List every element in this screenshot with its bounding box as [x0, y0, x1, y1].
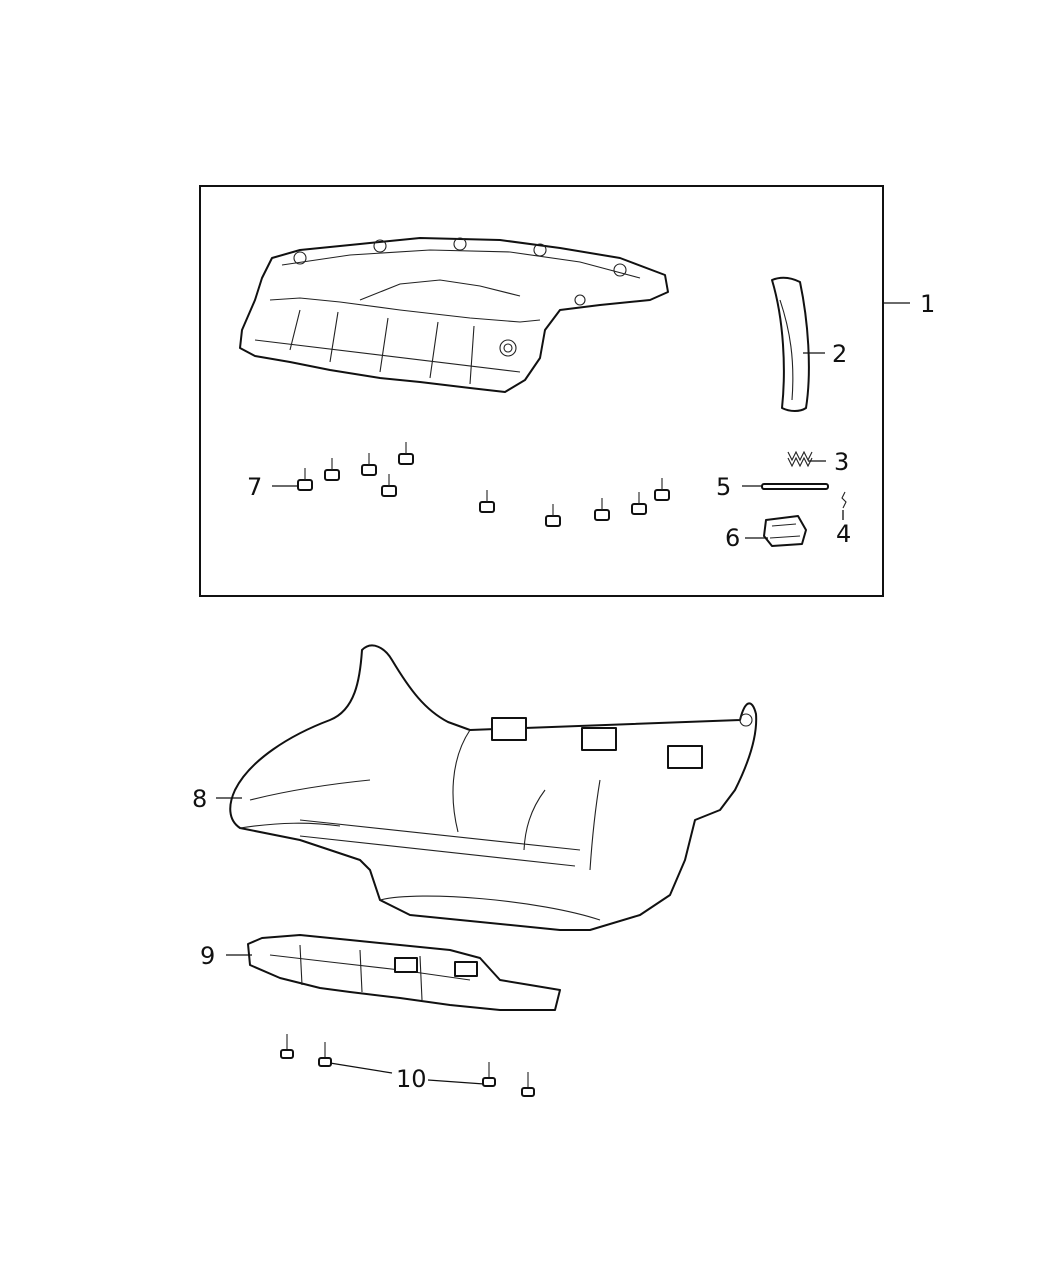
- leader-10a: [329, 1062, 393, 1074]
- push-pin: [381, 474, 397, 497]
- callout-1: 1: [920, 290, 935, 318]
- push-pin-group: [297, 442, 670, 527]
- kit-frame: [199, 185, 884, 597]
- push-pin: [398, 442, 414, 465]
- callout-2: 2: [832, 340, 847, 368]
- push-pin: [361, 453, 377, 476]
- push-pin: [297, 468, 313, 491]
- callout-9: 9: [200, 942, 215, 970]
- strap-part: [771, 276, 810, 412]
- push-pin: [654, 478, 670, 501]
- latch-part: [763, 515, 807, 547]
- seat-shield-part: [239, 237, 669, 393]
- pin-part: [841, 491, 847, 509]
- callout-7: 7: [247, 473, 262, 501]
- rod-part: [761, 483, 829, 490]
- callout-6: 6: [725, 524, 740, 552]
- spring-part: [787, 450, 813, 468]
- callout-3: 3: [834, 448, 849, 476]
- screw-group: [280, 1034, 535, 1097]
- push-pin: [594, 498, 610, 521]
- push-pin: [479, 490, 495, 513]
- bracket-part: [247, 934, 561, 1011]
- screw: [482, 1062, 496, 1087]
- callout-10: 10: [396, 1065, 427, 1093]
- callout-8: 8: [192, 785, 207, 813]
- leader-10b: [427, 1079, 485, 1085]
- screw: [280, 1034, 294, 1059]
- push-pin: [545, 504, 561, 527]
- screw: [318, 1042, 332, 1067]
- push-pin: [631, 492, 647, 515]
- screw: [521, 1072, 535, 1097]
- seat-frame-part: [229, 644, 758, 931]
- push-pin: [324, 458, 340, 481]
- callout-5: 5: [716, 473, 731, 501]
- callout-4: 4: [836, 520, 851, 548]
